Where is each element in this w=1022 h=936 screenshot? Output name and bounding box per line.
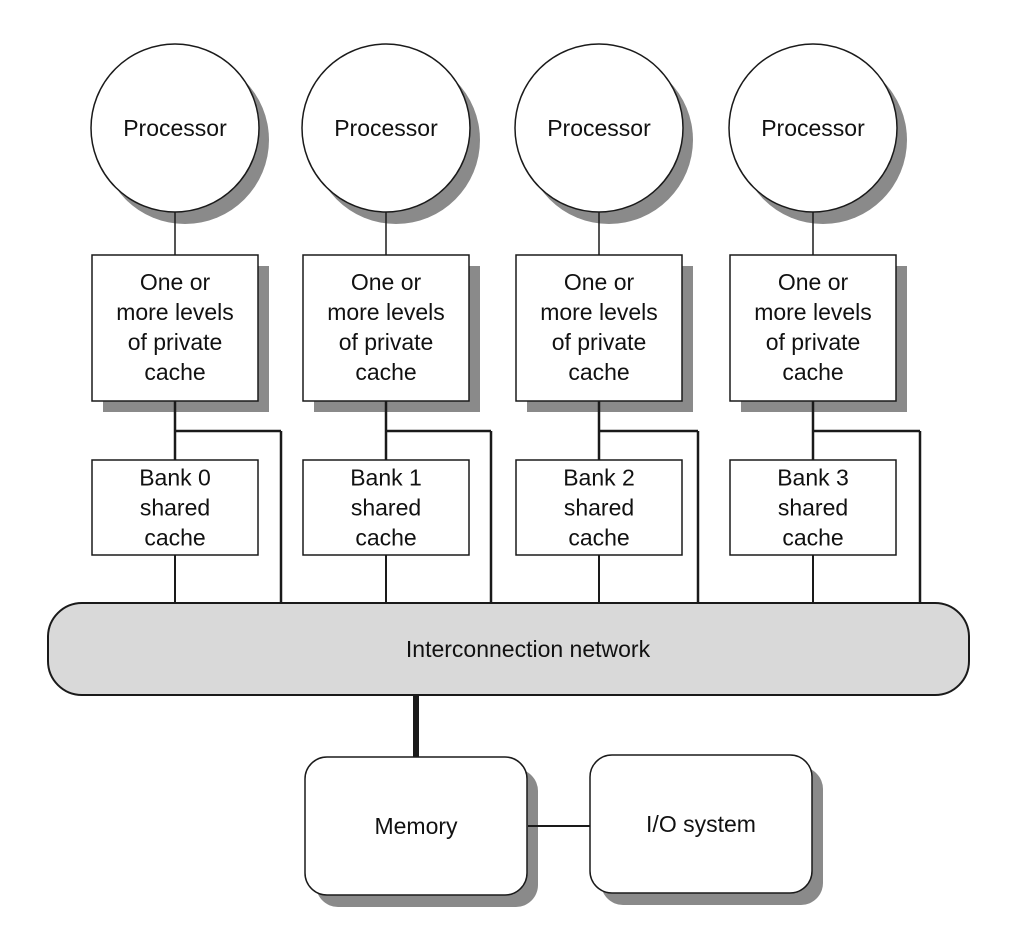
interconnection-network-label: Interconnection network	[406, 636, 651, 662]
io-system-label: I/O system	[646, 811, 756, 837]
io-system-box	[589, 754, 813, 894]
private-cache-box	[729, 254, 897, 402]
private-cache-box	[91, 254, 259, 402]
shared-bank-label: Bank 1	[350, 465, 422, 491]
processor-circle	[514, 43, 684, 213]
shared-bank-box	[515, 459, 683, 556]
shared-bank-label: cache	[355, 525, 416, 551]
private-cache-label: cache	[355, 359, 416, 385]
shared-bank-label: shared	[140, 495, 210, 521]
shared-bank-label: shared	[778, 495, 848, 521]
private-cache-label: more levels	[327, 299, 445, 325]
private-cache-box	[515, 254, 683, 402]
processor-label: Processor	[334, 115, 438, 141]
processor-label: Processor	[547, 115, 651, 141]
processor-label: Processor	[761, 115, 865, 141]
shared-bank-label: Bank 0	[139, 465, 211, 491]
connection-lines	[173, 212, 922, 827]
shared-bank-label: cache	[782, 525, 843, 551]
shared-bank-label: cache	[568, 525, 629, 551]
shared-bank-box	[91, 459, 259, 556]
private-cache-label: cache	[568, 359, 629, 385]
private-cache-label: cache	[782, 359, 843, 385]
private-cache-label: more levels	[540, 299, 658, 325]
private-cache-label: of private	[766, 329, 861, 355]
shared-bank-label: cache	[144, 525, 205, 551]
private-cache-label: cache	[144, 359, 205, 385]
private-cache-label: One or	[140, 269, 211, 295]
processor-circle	[90, 43, 260, 213]
processor-label: Processor	[123, 115, 227, 141]
private-cache-label: One or	[564, 269, 635, 295]
private-cache-label: of private	[339, 329, 434, 355]
processor-circle	[301, 43, 471, 213]
shared-bank-box	[302, 459, 470, 556]
shared-bank-label: Bank 3	[777, 465, 849, 491]
interconnection-network	[47, 602, 970, 696]
shared-bank-label: Bank 2	[563, 465, 635, 491]
private-cache-label: more levels	[754, 299, 872, 325]
private-cache-label: of private	[552, 329, 647, 355]
shared-bank-label: shared	[351, 495, 421, 521]
memory-label: Memory	[374, 813, 458, 839]
shared-bank-label: shared	[564, 495, 634, 521]
private-cache-label: One or	[778, 269, 849, 295]
shared-bank-box	[729, 459, 897, 556]
private-cache-label: One or	[351, 269, 422, 295]
private-cache-label: of private	[128, 329, 223, 355]
processor-circle	[728, 43, 898, 213]
private-cache-box	[302, 254, 470, 402]
memory-box	[304, 756, 528, 896]
node-layer: Processor Processor Processor ProcessorOne …	[47, 43, 970, 896]
private-cache-label: more levels	[116, 299, 234, 325]
